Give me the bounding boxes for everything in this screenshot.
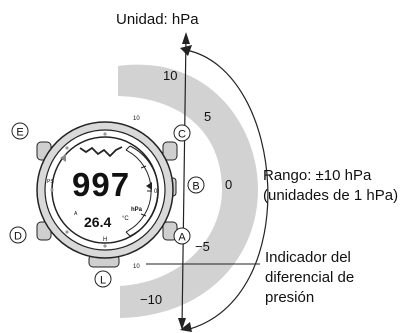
scale-tick-minus5: −5 bbox=[195, 239, 210, 254]
button-label-e-text: E bbox=[16, 127, 23, 139]
bezel-dot bbox=[103, 132, 107, 136]
button-label-l: L bbox=[94, 270, 112, 288]
pressure-graph bbox=[79, 146, 123, 158]
bezel-dot bbox=[50, 188, 54, 192]
scale-tick-5: 5 bbox=[204, 109, 211, 124]
range-arc-top-arrow bbox=[180, 45, 192, 56]
button-c-pusher bbox=[162, 141, 178, 161]
bezel-dot bbox=[65, 146, 69, 150]
button-label-a: A bbox=[173, 227, 191, 245]
bezel-dot bbox=[65, 230, 69, 234]
scale-tick-minus10: −10 bbox=[140, 292, 162, 307]
indicator-label-line2: diferencial de bbox=[265, 269, 354, 286]
temperature-value: 26.4 bbox=[84, 214, 111, 230]
button-label-c: C bbox=[173, 124, 191, 142]
bezel-label-bottom: 10 bbox=[133, 264, 140, 270]
range-label-line2: (unidades de 1 hPa) bbox=[263, 187, 398, 204]
scale-tick-10: 10 bbox=[163, 68, 177, 83]
axis-top-arrow bbox=[182, 32, 190, 44]
pressure-value: 997 bbox=[72, 166, 130, 203]
indicator-label-line1: Indicador del bbox=[265, 249, 351, 266]
range-arc bbox=[185, 49, 269, 331]
bezel-label-right: 0 bbox=[154, 189, 158, 195]
face-scale-tick bbox=[140, 165, 147, 169]
button-label-d-text: D bbox=[14, 231, 22, 243]
axis-bottom-arrow bbox=[178, 318, 186, 330]
bezel-label-top: 10 bbox=[133, 116, 140, 122]
watch: 10 10 0 PS H A 997 hPa 26.4 °C bbox=[36, 116, 178, 270]
button-label-d: D bbox=[9, 226, 27, 244]
face-scale-outer bbox=[129, 145, 159, 237]
face-scale-tick bbox=[125, 231, 131, 237]
axis-line bbox=[181, 35, 187, 329]
graph-left-marker bbox=[60, 154, 66, 162]
bezel-dot bbox=[103, 244, 107, 248]
button-label-b-text: B bbox=[192, 181, 199, 193]
button-label-e: E bbox=[11, 122, 29, 140]
pressure-unit: hPa bbox=[131, 207, 143, 213]
scale-band bbox=[118, 64, 258, 319]
pressure-indicator-pointer bbox=[146, 182, 152, 190]
scale-tick-0: 0 bbox=[225, 177, 232, 192]
button-label-c-text: C bbox=[178, 129, 186, 141]
bezel-label-a: A bbox=[74, 211, 78, 217]
indicator-label-line3: presión bbox=[265, 289, 314, 306]
temperature-unit: °C bbox=[122, 216, 129, 222]
face-scale-tick bbox=[140, 213, 147, 217]
bezel-label-left: PS bbox=[47, 179, 54, 185]
bezel-label-h: H bbox=[103, 237, 107, 243]
face-scale-tick bbox=[125, 145, 131, 151]
button-label-l-text: L bbox=[100, 275, 106, 287]
unit-label: Unidad: hPa bbox=[116, 11, 199, 28]
range-label-line1: Rango: ±10 hPa bbox=[263, 167, 372, 184]
button-label-b: B bbox=[187, 176, 205, 194]
button-label-a-text: A bbox=[178, 232, 186, 244]
range-arc-bottom-arrow bbox=[180, 322, 192, 332]
